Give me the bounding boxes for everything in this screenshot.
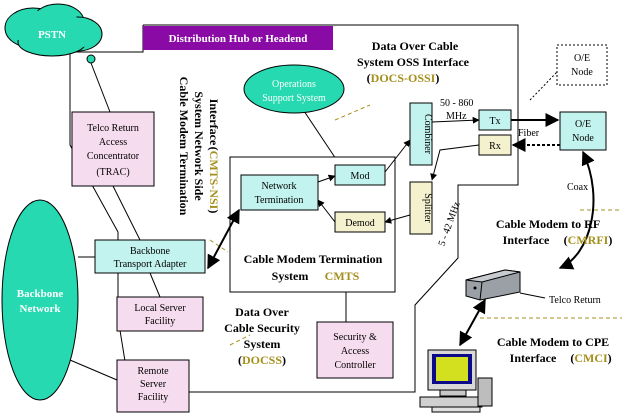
- local-server-label-2: Facility: [145, 316, 176, 327]
- cmrfi-label-2: Interface: [503, 233, 550, 247]
- backbone-label-2: Network: [20, 303, 62, 315]
- oss-ellipse: [243, 64, 345, 114]
- security-label-3: Controller: [334, 360, 376, 371]
- oss-label-1: Operations: [272, 79, 316, 90]
- backbone-network: [1, 199, 79, 401]
- nt-mod-arrow: [317, 174, 336, 183]
- pc-device: [419, 349, 493, 413]
- oss-label-2: Support System: [262, 93, 326, 104]
- cmts-nsi-acronym: (CMTS-NSI): [207, 147, 221, 214]
- bta-local-line: [149, 272, 161, 298]
- remote-server-label-3: Facility: [138, 392, 169, 403]
- cmrfi-acronym: (CMRFI): [564, 233, 613, 247]
- trac-box: [71, 111, 155, 187]
- local-server-label-1: Local Server: [134, 303, 186, 314]
- mod-combiner-arrow: [384, 139, 411, 173]
- pstn-cloud: PSTN: [4, 3, 103, 57]
- bta-label-2: Transport Adapter: [114, 259, 187, 270]
- bta-box: [94, 239, 206, 274]
- security-label-2: Access: [341, 346, 369, 357]
- cmts-label-1: Cable Modem Termination: [244, 252, 383, 266]
- oe-node-dashed-box: [556, 44, 608, 86]
- combiner-label: Combiner: [422, 114, 433, 155]
- docss-leader: [229, 334, 251, 346]
- trac-label-1: Telco Return: [87, 123, 139, 134]
- coax-arrow: [558, 150, 595, 270]
- cmts-nsi-label-1: Cable Modem Termination: [177, 77, 191, 216]
- cmci-label-2: Interface: [510, 351, 557, 365]
- cable-modem-device: [465, 269, 521, 301]
- cmts-label-2: System: [272, 269, 309, 283]
- fiber-label: Fiber: [518, 128, 540, 139]
- combiner-box: [409, 102, 433, 166]
- pstn-label: PSTN: [38, 29, 66, 41]
- trac-label-4: (TRAC): [96, 167, 129, 178]
- splitter-box: [409, 181, 433, 235]
- docss-label-1: Data Over: [235, 305, 289, 319]
- docss-label-3: System: [244, 337, 281, 351]
- oe-dashed-link: [529, 71, 558, 101]
- docss-acronym: (DOCSS): [238, 353, 286, 367]
- splitter-demod-arrow: [384, 214, 411, 224]
- freq-down-label-2: MHz: [446, 111, 467, 122]
- mod-label: Mod: [351, 171, 370, 182]
- trac-label-2: Access: [99, 137, 127, 148]
- pstn-trac-line: [90, 62, 111, 113]
- telco-return-line: [519, 292, 546, 299]
- freq-down-label-1: 50 - 860: [440, 98, 473, 109]
- cmts-nsi-label-2: System Network Side: [192, 91, 206, 201]
- trac-bta-line: [112, 185, 141, 241]
- bta-label-1: Backbone: [130, 246, 171, 257]
- ossi-leader: [334, 104, 371, 121]
- combiner-tx-arrow: [431, 116, 480, 124]
- hub-boundary: [69, 24, 519, 393]
- oe-node-label-2: Node: [572, 133, 594, 144]
- trac-label-3: Concentrator: [87, 151, 140, 162]
- tx-label: Tx: [489, 116, 500, 127]
- ossi-label-2: System OSS Interface: [357, 55, 470, 69]
- oe-node-box: [559, 111, 607, 151]
- network-termination-label-2: Termination: [255, 195, 304, 206]
- oe-node-label-1: O/E: [575, 119, 591, 130]
- cmci-label-1: Cable Modem to CPE: [497, 335, 609, 349]
- oe-node-dashed-label-2: Node: [571, 67, 593, 78]
- freq-up-label: 5 - 42 MHz: [437, 200, 463, 248]
- rx-label: Rx: [489, 141, 501, 152]
- backbone-label-1: Backbone: [17, 288, 64, 300]
- oss-mod-line: [299, 104, 341, 166]
- ossi-label-1: Data Over Cable: [372, 39, 459, 53]
- hub-title-banner: [143, 26, 333, 50]
- demod-nt-arrow: [317, 199, 336, 223]
- remote-server-box: [116, 359, 190, 413]
- splitter-label: Splitter: [422, 193, 433, 223]
- pstn-connector: [86, 54, 96, 64]
- network-termination-box: [240, 174, 319, 211]
- network-termination-label-1: Network: [262, 181, 297, 192]
- remote-server-label-1: Remote: [137, 366, 169, 377]
- ossi-acronym: (DOCS-OSSI): [367, 71, 440, 85]
- telco-return-label: Telco Return: [549, 295, 601, 306]
- hub-title: Distribution Hub or Headend: [169, 33, 308, 45]
- cmrfi-label-1: Cable Modem to RF: [496, 217, 600, 231]
- remote-server-label-2: Server: [140, 379, 167, 390]
- cmts-nsi-label-3: Interface: [207, 99, 221, 146]
- cmts-acronym: CMTS: [325, 269, 360, 283]
- docss-label-2: Cable Security: [224, 321, 300, 335]
- security-label-1: Security &: [333, 332, 377, 343]
- rx-splitter-arrow: [430, 144, 480, 181]
- oe-node-dashed-label-1: O/E: [574, 53, 590, 64]
- demod-label: Demod: [345, 218, 374, 229]
- coax-label: Coax: [567, 182, 588, 193]
- local-server-box: [116, 296, 204, 332]
- modem-pc-arrow: [459, 298, 486, 347]
- security-box: [316, 321, 394, 379]
- bta-nt-arrow: [207, 208, 240, 270]
- cmci-acronym: (CMCI): [570, 351, 611, 365]
- backbone-remote-line: [69, 359, 118, 381]
